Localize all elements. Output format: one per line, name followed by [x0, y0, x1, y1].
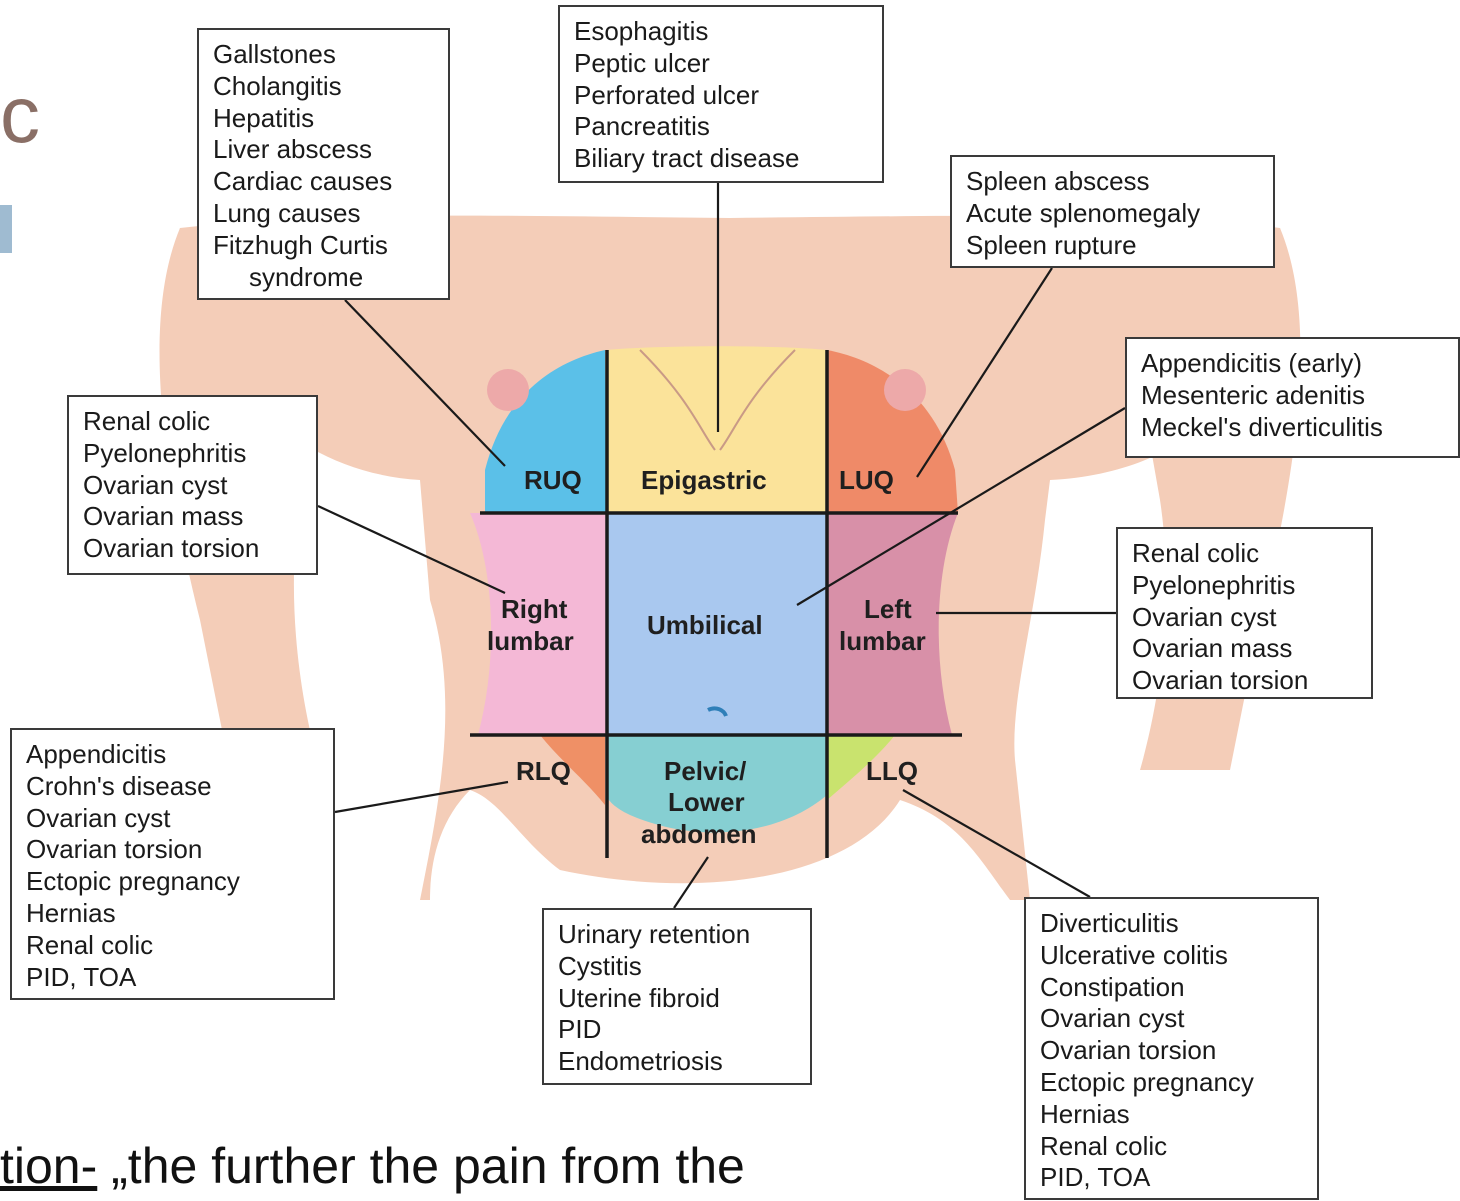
- label-luq: LUQ: [839, 465, 894, 495]
- condition-item: Crohn's disease: [26, 771, 319, 803]
- condition-item: Appendicitis (early): [1141, 348, 1444, 380]
- condition-item: Ovarian cyst: [1132, 602, 1357, 634]
- condition-item: Hepatitis: [213, 103, 434, 135]
- condition-item: Biliary tract disease: [574, 143, 868, 175]
- label-rlq: RLQ: [516, 756, 571, 786]
- condition-item: Renal colic: [26, 930, 319, 962]
- condition-item: Ovarian cyst: [26, 803, 319, 835]
- condition-item: Hernias: [1040, 1099, 1303, 1131]
- condition-item: Ectopic pregnancy: [26, 866, 319, 898]
- box-right-lumbar-conditions: Renal colic Pyelonephritis Ovarian cyst …: [67, 395, 318, 575]
- condition-item: Cystitis: [558, 951, 796, 983]
- condition-item: Diverticulitis: [1040, 908, 1303, 940]
- condition-item: Ulcerative colitis: [1040, 940, 1303, 972]
- condition-item: Mesenteric adenitis: [1141, 380, 1444, 412]
- label-pelvic-line3: abdomen: [641, 819, 757, 849]
- box-ruq-conditions: Gallstones Cholangitis Hepatitis Liver a…: [197, 28, 450, 300]
- condition-item: Spleen abscess: [966, 166, 1259, 198]
- label-left-lumbar-line2: lumbar: [839, 626, 926, 656]
- label-left-lumbar-line1: Left: [864, 594, 912, 624]
- condition-item: Pyelonephritis: [83, 438, 302, 470]
- condition-item: Lung causes: [213, 198, 434, 230]
- slide-body-rest: „the further the pain from the: [97, 1138, 745, 1194]
- condition-item: Cholangitis: [213, 71, 434, 103]
- condition-item: Liver abscess: [213, 134, 434, 166]
- condition-item: syndrome: [213, 262, 434, 294]
- label-umbilical: Umbilical: [647, 610, 763, 640]
- condition-item: Fitzhugh Curtis: [213, 230, 434, 262]
- box-llq-conditions: Diverticulitis Ulcerative colitis Consti…: [1024, 897, 1319, 1200]
- box-epigastric-conditions: Esophagitis Peptic ulcer Perforated ulce…: [558, 5, 884, 183]
- label-pelvic-line2: Lower: [668, 787, 745, 817]
- box-left-lumbar-conditions: Renal colic Pyelonephritis Ovarian cyst …: [1116, 527, 1373, 699]
- condition-item: Ovarian torsion: [83, 533, 302, 565]
- label-ruq: RUQ: [524, 465, 582, 495]
- box-luq-conditions: Spleen abscess Acute splenomegaly Spleen…: [950, 155, 1275, 268]
- condition-item: Uterine fibroid: [558, 983, 796, 1015]
- condition-item: Spleen rupture: [966, 230, 1259, 262]
- condition-item: Hernias: [26, 898, 319, 930]
- slide-body-text: tion- „the further the pain from the: [0, 1138, 745, 1194]
- condition-item: Constipation: [1040, 972, 1303, 1004]
- condition-item: Gallstones: [213, 39, 434, 71]
- condition-item: Cardiac causes: [213, 166, 434, 198]
- label-epigastric: Epigastric: [641, 465, 767, 495]
- box-pelvic-conditions: Urinary retention Cystitis Uterine fibro…: [542, 908, 812, 1085]
- slide-accent-bar: [0, 205, 12, 253]
- condition-item: Esophagitis: [574, 16, 868, 48]
- condition-item: Endometriosis: [558, 1046, 796, 1078]
- condition-item: Meckel's diverticulitis: [1141, 412, 1444, 444]
- condition-item: Acute splenomegaly: [966, 198, 1259, 230]
- label-right-lumbar-line1: Right: [501, 594, 568, 624]
- label-pelvic-line1: Pelvic/: [664, 756, 746, 786]
- condition-item: Ovarian torsion: [26, 834, 319, 866]
- condition-item: Renal colic: [1040, 1131, 1303, 1163]
- slide-body-underlined: tion-: [0, 1138, 97, 1194]
- condition-item: Pyelonephritis: [1132, 570, 1357, 602]
- condition-item: Ovarian mass: [1132, 633, 1357, 665]
- condition-item: PID: [558, 1014, 796, 1046]
- condition-item: PID, TOA: [1040, 1162, 1303, 1194]
- condition-item: Ovarian mass: [83, 501, 302, 533]
- condition-item: Ovarian cyst: [1040, 1003, 1303, 1035]
- condition-item: Ectopic pregnancy: [1040, 1067, 1303, 1099]
- condition-item: Peptic ulcer: [574, 48, 868, 80]
- condition-item: Ovarian cyst: [83, 470, 302, 502]
- region-left-lumbar: [827, 513, 958, 735]
- nipple-right-side: [487, 369, 529, 411]
- condition-item: PID, TOA: [26, 962, 319, 994]
- condition-item: Urinary retention: [558, 919, 796, 951]
- condition-item: Renal colic: [83, 406, 302, 438]
- nipple-left-side: [884, 369, 926, 411]
- box-rlq-conditions: Appendicitis Crohn's disease Ovarian cys…: [10, 728, 335, 1000]
- condition-item: Ovarian torsion: [1132, 665, 1357, 697]
- condition-item: Appendicitis: [26, 739, 319, 771]
- slide-title-fragment: c: [0, 70, 40, 160]
- condition-item: Perforated ulcer: [574, 80, 868, 112]
- condition-item: Renal colic: [1132, 538, 1357, 570]
- label-llq: LLQ: [866, 756, 918, 786]
- label-right-lumbar-line2: lumbar: [487, 626, 574, 656]
- condition-item: Ovarian torsion: [1040, 1035, 1303, 1067]
- box-umbilical-conditions: Appendicitis (early) Mesenteric adenitis…: [1125, 337, 1460, 458]
- condition-item: Pancreatitis: [574, 111, 868, 143]
